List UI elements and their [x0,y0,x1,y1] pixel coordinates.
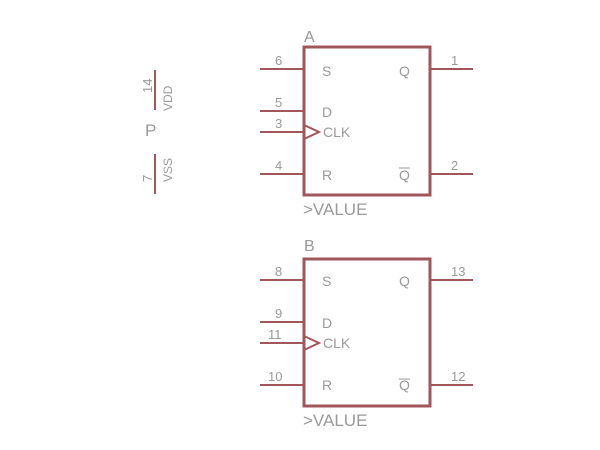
gate-a-pin-qn-label: Q [399,167,410,183]
gate-a-pin-d-number: 5 [275,95,282,110]
gate-b[interactable]: B 8 S 9 D 11 CLK 10 R 13 Q 12 Q >VALUE [260,238,473,430]
gate-a-pin-q-label: Q [399,63,410,79]
gate-b-pin-qn-number: 12 [451,369,465,384]
gate-a-pin-r-label: R [322,167,332,183]
vss-pin-number: 7 [140,175,155,182]
gate-b-pin-r-label: R [322,377,332,393]
gate-a-pin-q-number: 1 [451,53,458,68]
gate-b-pin-d-number: 9 [275,306,282,321]
power-gate-name: P [145,121,156,140]
gate-b-value: >VALUE [303,411,367,430]
gate-b-pin-q-number: 13 [451,264,465,279]
gate-a-pin-clk-label: CLK [323,124,351,140]
gate-b-body [302,257,432,408]
gate-a-body [302,45,432,197]
power-gate[interactable]: 14 VDD P 7 VSS [140,70,175,194]
gate-b-pin-clk-label: CLK [323,335,351,351]
gate-b-clock-triangle-icon [303,335,322,351]
gate-a-clock-triangle-icon [303,124,322,140]
gate-a-value: >VALUE [303,200,367,219]
vdd-pin-number: 14 [140,79,155,93]
gate-a-pin-r-number: 4 [275,158,282,173]
gate-a-pin-clk-number: 3 [275,116,282,131]
gate-b-pin-s-label: S [322,273,331,289]
gate-a[interactable]: A 6 S 5 D 3 CLK 4 R 1 Q 2 Q >VALUE [260,29,473,219]
gate-b-pin-clk-number: 11 [268,327,282,342]
gate-b-pin-qn-label: Q [399,377,410,393]
vss-pin-label: VSS [161,158,175,182]
gate-a-pin-qn-number: 2 [451,158,458,173]
gate-b-pin-s-number: 8 [275,264,282,279]
gate-a-name: A [304,29,315,46]
vdd-pin-label: VDD [161,85,175,111]
gate-b-pin-d-label: D [322,315,332,331]
gate-b-name: B [304,238,315,255]
gate-a-pin-s-label: S [322,63,331,79]
gate-a-pin-s-number: 6 [275,53,282,68]
gate-b-pin-q-label: Q [399,273,410,289]
gate-a-pin-d-label: D [322,104,332,120]
gate-b-pin-r-number: 10 [268,369,282,384]
